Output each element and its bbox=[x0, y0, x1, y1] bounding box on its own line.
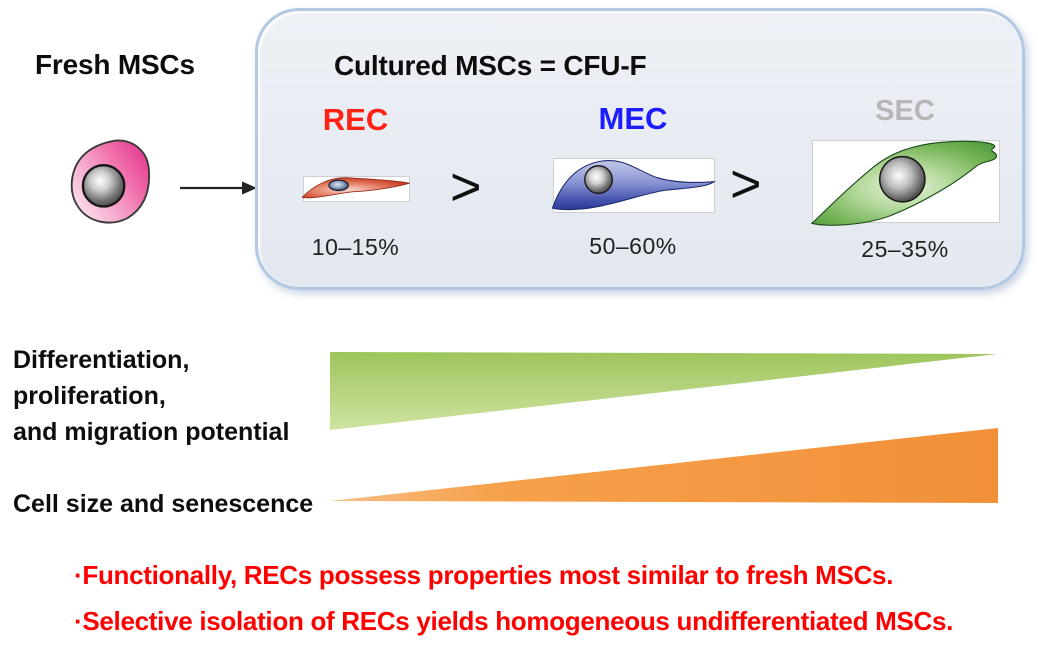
potential-label: Differentiation, proliferation, and migr… bbox=[13, 342, 289, 450]
rec-percentage: 10–15% bbox=[311, 234, 400, 260]
arrow-icon bbox=[180, 181, 257, 195]
rec-cell-icon bbox=[301, 177, 410, 199]
senescence-wedge-icon bbox=[330, 428, 998, 503]
sec-label: SEC bbox=[875, 95, 935, 127]
greater-than-icon: > bbox=[450, 157, 482, 217]
fresh-msc-cell-icon bbox=[70, 139, 151, 224]
bullet-note-2: ·Selective isolation of RECs yields homo… bbox=[74, 606, 954, 636]
mec-cell-icon bbox=[551, 160, 716, 211]
potential-label-line3: and migration potential bbox=[13, 418, 290, 446]
potential-label-line2: proliferation, bbox=[13, 382, 166, 410]
fresh-mscs-title: Fresh MSCs bbox=[35, 49, 195, 80]
panel-title: Cultured MSCs = CFU-F bbox=[334, 50, 647, 81]
cell-size-label: Cell size and senescence bbox=[13, 490, 314, 518]
mec-label: MEC bbox=[598, 101, 668, 136]
potential-label-line1: Differentiation, bbox=[13, 346, 190, 374]
rec-label: REC bbox=[322, 102, 389, 137]
potential-wedge-icon bbox=[330, 352, 997, 430]
greater-than-icon: > bbox=[730, 154, 762, 214]
mec-percentage: 50–60% bbox=[589, 233, 677, 259]
sec-percentage: 25–35% bbox=[861, 236, 949, 262]
bullet-note-1: ·Functionally, RECs possess properties m… bbox=[74, 560, 894, 590]
sec-cell-icon bbox=[810, 140, 998, 226]
